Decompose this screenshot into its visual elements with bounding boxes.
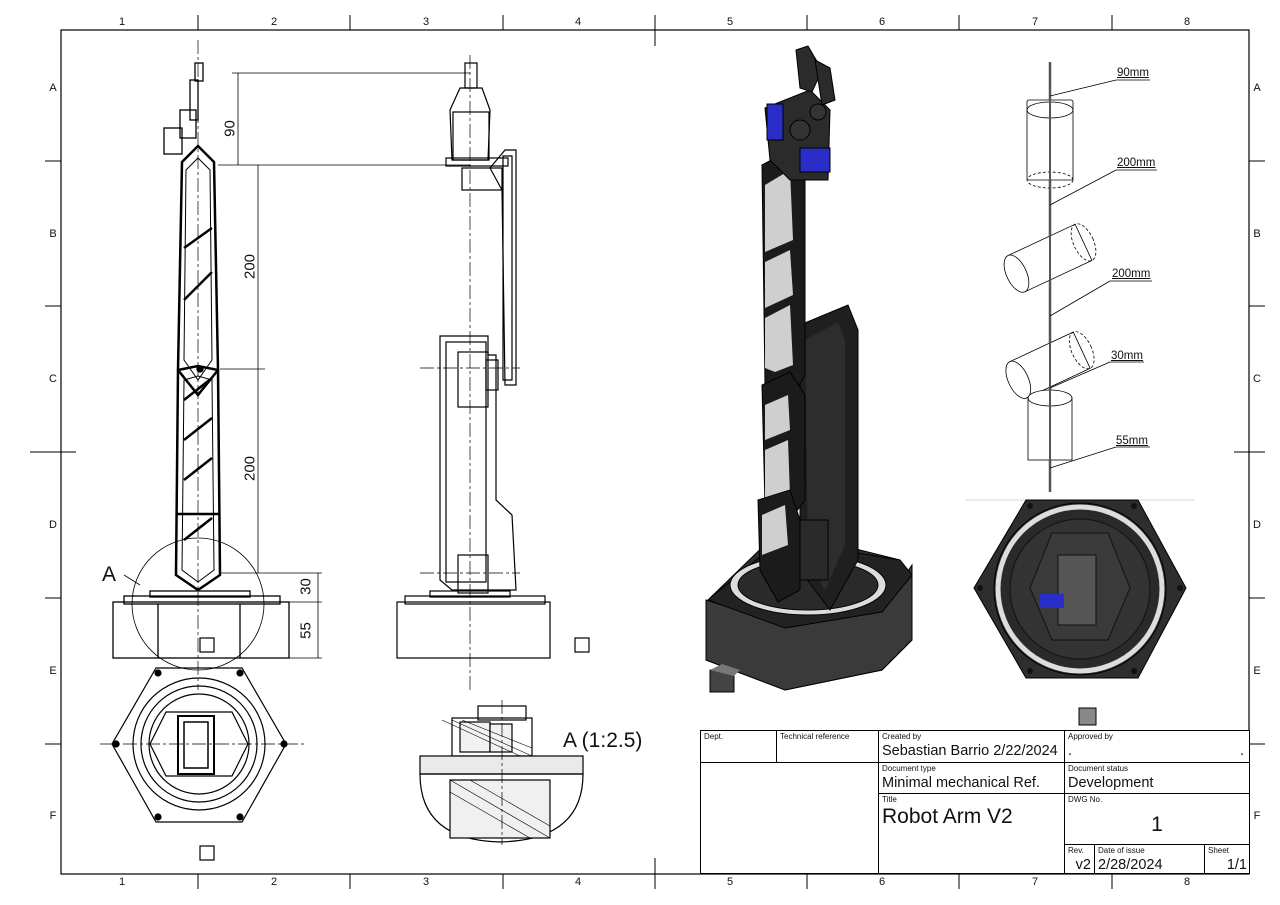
dim-gripper: 90 — [221, 120, 239, 137]
bottom-render — [973, 499, 1187, 726]
zone-row-e-right: E — [1253, 665, 1261, 677]
tech-ref-label: Technical reference — [780, 732, 850, 741]
zone-col-5-bottom: 5 — [726, 876, 734, 888]
zone-col-1-top: 1 — [118, 16, 126, 28]
approved-by-label: Approved by — [1068, 732, 1113, 741]
approved-by-value: . . — [1068, 742, 1246, 760]
zone-col-6-top: 6 — [878, 16, 886, 28]
rev-label: Rev. — [1068, 846, 1084, 855]
sheet-value: 1/1 — [1226, 857, 1247, 873]
zone-col-8-bottom: 8 — [1183, 876, 1191, 888]
zone-row-c-left: C — [49, 373, 57, 385]
title-value: Robot Arm V2 — [882, 805, 1013, 828]
zone-row-f-right: F — [1253, 810, 1261, 822]
dim-upper-arm: 200 — [241, 253, 259, 280]
zone-col-7-top: 7 — [1031, 16, 1039, 28]
dim-joint: 30 — [297, 578, 315, 595]
rev-value: v2 — [1075, 857, 1091, 873]
created-by-value: Sebastian Barrio 2/22/2024 — [882, 743, 1058, 759]
zone-row-f-left: F — [49, 810, 57, 822]
zone-col-4-bottom: 4 — [574, 876, 582, 888]
detail-view — [419, 700, 584, 845]
zone-row-a-right: A — [1253, 82, 1261, 94]
dim-lower-arm: 200 — [241, 455, 259, 482]
front-view — [112, 40, 290, 690]
title-cell: Title Robot Arm V2 — [879, 794, 1065, 874]
zone-col-3-bottom: 3 — [422, 876, 430, 888]
exploded-dim-lower-arm: 200mm — [1112, 268, 1151, 280]
zone-row-b-left: B — [49, 228, 57, 240]
approved-by-dot-right: . — [1239, 743, 1244, 759]
dwg-no-cell: DWG No. 1 — [1065, 794, 1250, 845]
detail-callout: A — [102, 563, 117, 586]
date-value: 2/28/2024 — [1098, 857, 1163, 873]
zone-row-c-right: C — [1253, 373, 1261, 385]
dept-cell: Dept. — [701, 731, 777, 763]
approved-by-cell: Approved by . . — [1065, 731, 1250, 763]
zone-col-2-top: 2 — [270, 16, 278, 28]
zone-col-8-top: 8 — [1183, 16, 1191, 28]
exploded-dim-base: 55mm — [1116, 435, 1148, 447]
zone-col-4-top: 4 — [574, 16, 582, 28]
blank-cell — [701, 763, 879, 874]
zone-col-7-bottom: 7 — [1031, 876, 1039, 888]
exploded-view — [965, 62, 1195, 501]
zone-col-3-top: 3 — [422, 16, 430, 28]
sheet-label: Sheet — [1208, 846, 1229, 855]
bottom-view — [100, 667, 305, 861]
doc-status-label: Document status — [1068, 764, 1129, 773]
detail-label: A (1:2.5) — [563, 729, 643, 752]
front-dimensions — [218, 72, 470, 659]
title-label: Title — [882, 795, 897, 804]
dept-label: Dept. — [704, 732, 724, 741]
zone-col-5-top: 5 — [726, 16, 734, 28]
dim-base: 55 — [297, 622, 315, 639]
isometric-view — [705, 45, 913, 693]
approved-by-dot-left: . — [1068, 743, 1073, 759]
doc-type-label: Document type — [882, 764, 936, 773]
zone-col-1-bottom: 1 — [118, 876, 126, 888]
doc-status-value: Development — [1068, 775, 1154, 791]
tech-ref-cell: Technical reference — [777, 731, 879, 763]
date-label: Date of issue — [1098, 846, 1145, 855]
doc-type-cell: Document type Minimal mechanical Ref. — [879, 763, 1065, 794]
created-by-cell: Created by Sebastian Barrio 2/22/2024 — [879, 731, 1065, 763]
created-by-label: Created by — [882, 732, 922, 741]
zone-row-d-left: D — [49, 519, 57, 531]
dwg-no-label: DWG No. — [1068, 795, 1103, 804]
date-cell: Date of issue 2/28/2024 — [1095, 845, 1205, 874]
exploded-dim-gripper: 90mm — [1117, 67, 1149, 79]
zone-row-a-left: A — [49, 82, 57, 94]
dwg-no-value: 1 — [1151, 813, 1163, 836]
zone-col-2-bottom: 2 — [270, 876, 278, 888]
side-view — [396, 55, 590, 690]
exploded-dim-upper-arm: 200mm — [1117, 157, 1156, 169]
sheet-cell: Sheet 1/1 — [1205, 845, 1250, 874]
rev-cell: Rev. v2 — [1065, 845, 1095, 874]
zone-col-6-bottom: 6 — [878, 876, 886, 888]
zone-ticks — [30, 15, 1265, 889]
exploded-dim-joint: 30mm — [1111, 350, 1143, 362]
zone-row-b-right: B — [1253, 228, 1261, 240]
doc-status-cell: Document status Development — [1065, 763, 1250, 794]
doc-type-value: Minimal mechanical Ref. — [882, 775, 1040, 791]
title-block: Dept. Technical reference Created by Seb… — [700, 730, 1250, 874]
zone-row-d-right: D — [1253, 519, 1261, 531]
zone-row-e-left: E — [49, 665, 57, 677]
